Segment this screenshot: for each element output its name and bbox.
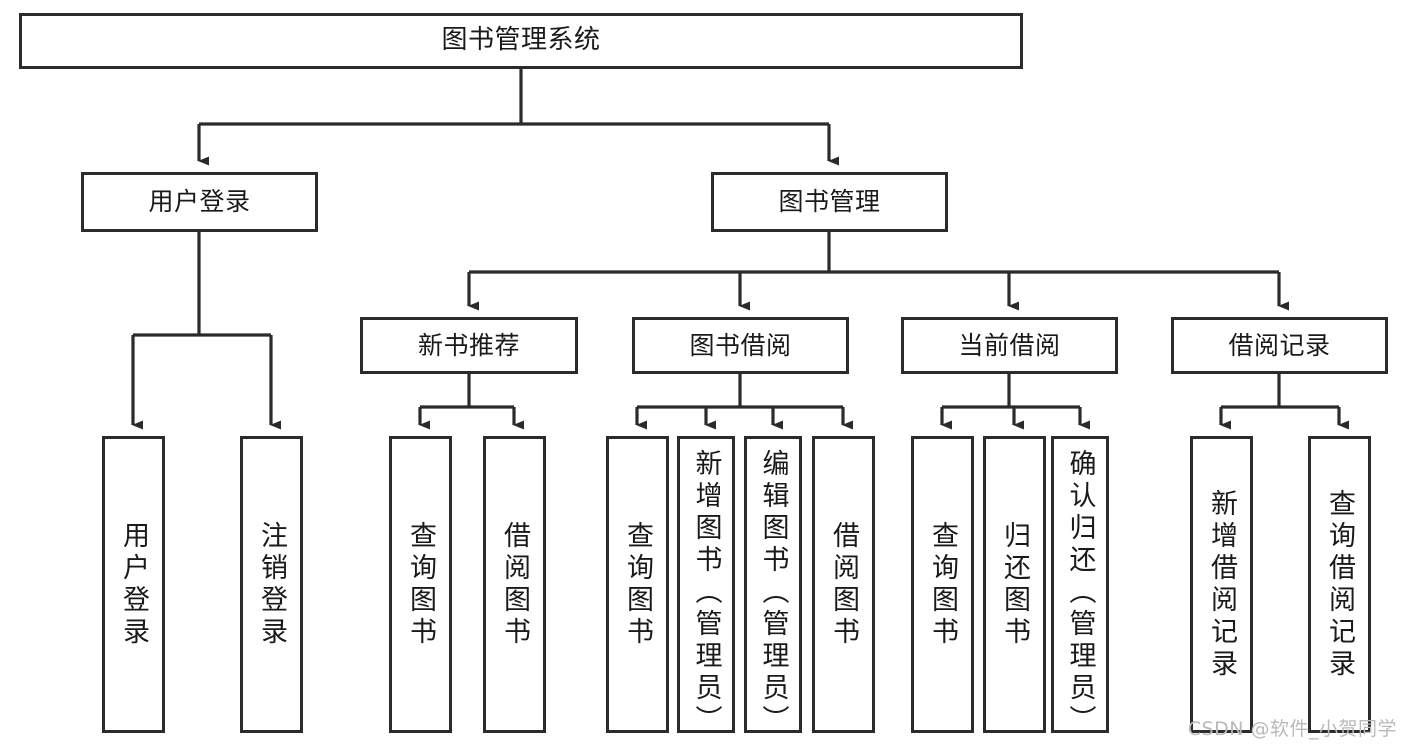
node-new-book-recommend-label: 新书推荐	[417, 330, 520, 360]
node-leaf-borrow-book-1[interactable]: 借阅图书	[483, 436, 546, 733]
node-leaf-confirm-return-admin-label: 确认归还（管理员）	[1064, 448, 1096, 737]
node-leaf-return-book-label: 归还图书	[999, 520, 1030, 649]
node-leaf-user-login-label: 用户登录	[118, 520, 149, 649]
node-book-borrow-label: 图书借阅	[689, 330, 792, 360]
node-leaf-query-book-3[interactable]: 查询图书	[911, 436, 974, 733]
csdn-watermark: CSDN @软件_小贺同学	[1187, 718, 1397, 740]
node-leaf-query-book-1-label: 查询图书	[405, 520, 436, 649]
node-leaf-user-login[interactable]: 用户登录	[102, 436, 165, 733]
node-book-manage-label: 图书管理	[778, 187, 881, 216]
node-user-login[interactable]: 用户登录	[81, 172, 318, 232]
node-leaf-add-borrow-record-label: 新增借阅记录	[1206, 488, 1237, 681]
node-current-borrow-label: 当前借阅	[958, 330, 1061, 360]
node-leaf-confirm-return-admin[interactable]: 确认归还（管理员）	[1051, 436, 1109, 737]
node-leaf-query-book-2-label: 查询图书	[622, 520, 653, 649]
node-book-borrow[interactable]: 图书借阅	[632, 317, 849, 374]
node-leaf-query-book-3-label: 查询图书	[927, 520, 958, 649]
node-leaf-borrow-book-2-label: 借阅图书	[828, 520, 859, 649]
node-borrow-record-label: 借阅记录	[1228, 330, 1331, 360]
node-leaf-query-book-1[interactable]: 查询图书	[389, 436, 452, 733]
node-leaf-query-book-2[interactable]: 查询图书	[606, 436, 669, 733]
node-leaf-query-borrow-record[interactable]: 查询借阅记录	[1308, 436, 1371, 733]
node-leaf-edit-book-admin-label: 编辑图书（管理员）	[757, 448, 789, 737]
node-leaf-logout[interactable]: 注销登录	[240, 436, 303, 733]
node-new-book-recommend[interactable]: 新书推荐	[360, 317, 578, 374]
node-leaf-add-book-admin[interactable]: 新增图书（管理员）	[677, 436, 735, 737]
node-leaf-return-book[interactable]: 归还图书	[983, 436, 1046, 733]
node-book-manage[interactable]: 图书管理	[711, 172, 948, 232]
node-root[interactable]: 图书管理系统	[19, 13, 1023, 69]
node-leaf-borrow-book-2[interactable]: 借阅图书	[812, 436, 875, 733]
node-root-label: 图书管理系统	[441, 25, 601, 56]
node-leaf-query-borrow-record-label: 查询借阅记录	[1324, 488, 1355, 681]
node-user-login-label: 用户登录	[148, 187, 251, 216]
node-borrow-record[interactable]: 借阅记录	[1171, 317, 1388, 374]
node-leaf-edit-book-admin[interactable]: 编辑图书（管理员）	[744, 436, 802, 737]
node-current-borrow[interactable]: 当前借阅	[901, 317, 1118, 374]
node-leaf-logout-label: 注销登录	[256, 520, 287, 649]
node-leaf-add-borrow-record[interactable]: 新增借阅记录	[1190, 436, 1253, 733]
node-leaf-add-book-admin-label: 新增图书（管理员）	[690, 448, 722, 737]
node-leaf-borrow-book-1-label: 借阅图书	[499, 520, 530, 649]
